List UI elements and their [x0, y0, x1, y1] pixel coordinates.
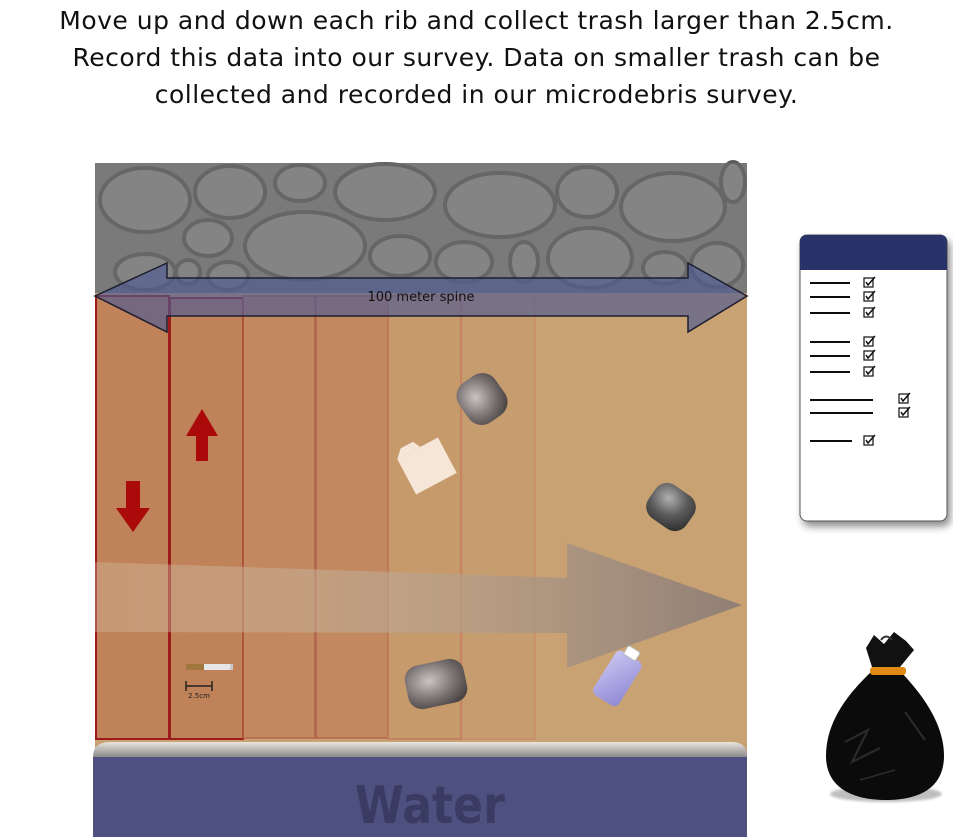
instructions-text: Move up and down each rib and collect tr…: [0, 2, 953, 113]
survey-ribs: [95, 295, 536, 740]
instruction-line-1: Move up and down each rib and collect tr…: [59, 6, 894, 35]
rib-4: [315, 295, 389, 739]
direction-arrows: [116, 409, 218, 532]
spine-label: 100 meter spine: [367, 290, 474, 305]
checkbox-icon: [863, 366, 874, 377]
rib-2: [169, 297, 244, 740]
checkbox-icon: [863, 291, 874, 302]
trash-rock-2: [646, 482, 696, 532]
checkbox-icon: [863, 350, 874, 361]
rocky-strip: [95, 160, 747, 293]
checkbox-icon: [863, 336, 874, 347]
checkbox-icon: [863, 307, 874, 318]
checkbox-icon: [863, 277, 874, 288]
trash-rock-3: [404, 658, 468, 710]
rib-6: [461, 295, 536, 740]
trash-paper: [397, 437, 457, 495]
trash-rock-1: [456, 373, 508, 425]
trash-bottle: [593, 645, 642, 707]
scale-bar: 2.5cm: [185, 681, 213, 700]
spine-arrow: 100 meter spine: [93, 261, 749, 334]
trash-items: [186, 373, 696, 710]
water-area: Water: [93, 742, 747, 837]
instruction-line-2: Record this data into our survey. Data o…: [72, 43, 881, 72]
scale-label: 2.5cm: [188, 692, 210, 700]
checkbox-icon: [898, 393, 909, 404]
survey-card-icon: [799, 234, 948, 522]
checkbox-icon: [863, 435, 874, 446]
rib-3: [242, 295, 316, 739]
trash-bag-icon: [826, 632, 944, 802]
down-arrow-icon: [116, 481, 150, 532]
instruction-line-3: collected and recorded in our microdebri…: [154, 80, 799, 109]
water-label: Water: [355, 776, 505, 836]
sweep-arrow: [95, 543, 742, 668]
trash-cigarette: [186, 664, 233, 670]
up-arrow-icon: [186, 409, 218, 461]
checkbox-icon: [898, 407, 909, 418]
